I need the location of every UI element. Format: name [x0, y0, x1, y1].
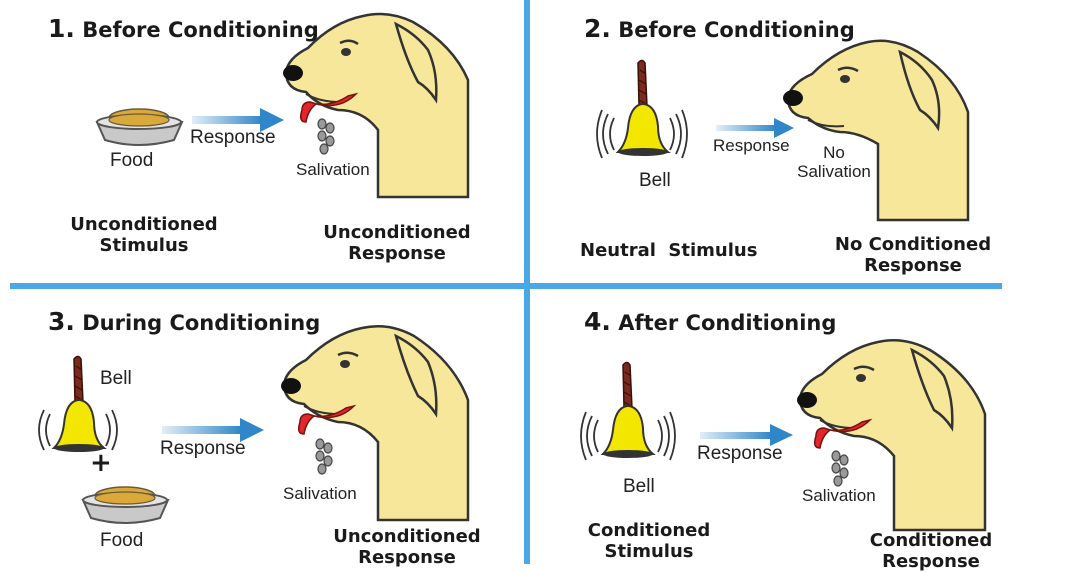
- dog-salivating-icon: [797, 339, 987, 532]
- vertical-divider: [524, 0, 530, 564]
- caption-line-2: Response: [864, 255, 962, 276]
- caption-line-1: No Conditioned: [834, 234, 992, 255]
- ringing-bell-icon: [38, 355, 118, 452]
- bell-label: Bell: [100, 368, 132, 389]
- caption-line-1: Unconditioned: [323, 222, 471, 243]
- caption-line-1: Unconditioned: [70, 214, 218, 235]
- response-arrow-label: Response: [190, 127, 276, 148]
- neutral-stimulus-caption: Neutral Stimulus: [580, 240, 758, 261]
- response-arrow-label: Response: [160, 438, 246, 459]
- unconditioned-stimulus-caption: Unconditioned Stimulus: [64, 214, 224, 256]
- panel-4-title: 4. After Conditioning: [584, 307, 836, 336]
- ringing-bell-icon: [580, 361, 676, 461]
- dog-salivating-icon: [281, 325, 470, 522]
- conditioned-response-caption: Conditioned Response: [856, 530, 1006, 572]
- horizontal-divider: [10, 283, 1002, 289]
- panel-4-number: 4.: [584, 307, 611, 336]
- no-conditioned-response-caption: No Conditioned Response: [828, 234, 998, 276]
- salivation-label: Salivation: [296, 160, 370, 179]
- panel-3-title: 3. During Conditioning: [48, 307, 320, 336]
- panel-3-number: 3.: [48, 307, 75, 336]
- salivation-label: Salivation: [802, 486, 876, 505]
- panel-2-title-text: Before Conditioning: [618, 18, 855, 42]
- food-label: Food: [110, 150, 154, 171]
- caption-line-2: Stimulus: [99, 235, 189, 256]
- label-line-1: No: [823, 143, 845, 162]
- panel-1-title: 1. Before Conditioning: [48, 14, 319, 43]
- food-bowl-icon: [95, 108, 184, 146]
- plus-sign: +: [90, 448, 112, 478]
- caption-line-1: Conditioned: [587, 520, 711, 541]
- caption-line-2: Response: [358, 547, 456, 568]
- dog-not-salivating-icon: [783, 39, 970, 222]
- label-line-2: Salivation: [797, 162, 871, 181]
- caption-line-1: Unconditioned: [333, 526, 481, 547]
- panel-4-title-text: After Conditioning: [618, 311, 837, 335]
- conditioned-stimulus-caption: Conditioned Stimulus: [574, 520, 724, 562]
- caption-line-2: Stimulus: [604, 541, 694, 562]
- food-bowl-icon: [81, 486, 170, 524]
- response-arrow-label: Response: [697, 443, 783, 464]
- ringing-bell-icon: [596, 59, 688, 159]
- salivation-label: Salivation: [283, 484, 357, 503]
- response-arrow-icon: [192, 108, 284, 132]
- unconditioned-response-caption: Unconditioned Response: [322, 526, 492, 568]
- unconditioned-response-caption: Unconditioned Response: [312, 222, 482, 264]
- food-label: Food: [100, 530, 144, 551]
- panel-2-number: 2.: [584, 14, 611, 43]
- response-arrow-icon: [716, 118, 794, 138]
- response-arrow-label: Response: [713, 136, 790, 155]
- bell-label: Bell: [623, 476, 655, 497]
- panel-1-title-text: Before Conditioning: [82, 18, 319, 42]
- caption-line-2: Response: [882, 551, 980, 572]
- bell-label: Bell: [639, 170, 671, 191]
- dog-salivating-icon: [283, 12, 470, 199]
- caption-line-2: Response: [348, 243, 446, 264]
- caption-line-1: Conditioned: [869, 530, 993, 551]
- response-arrow-icon: [162, 418, 264, 442]
- panel-2-title: 2. Before Conditioning: [584, 14, 855, 43]
- response-arrow-icon: [700, 424, 793, 446]
- panel-3-title-text: During Conditioning: [82, 311, 321, 335]
- no-salivation-label: No Salivation: [790, 143, 878, 181]
- panel-1-number: 1.: [48, 14, 75, 43]
